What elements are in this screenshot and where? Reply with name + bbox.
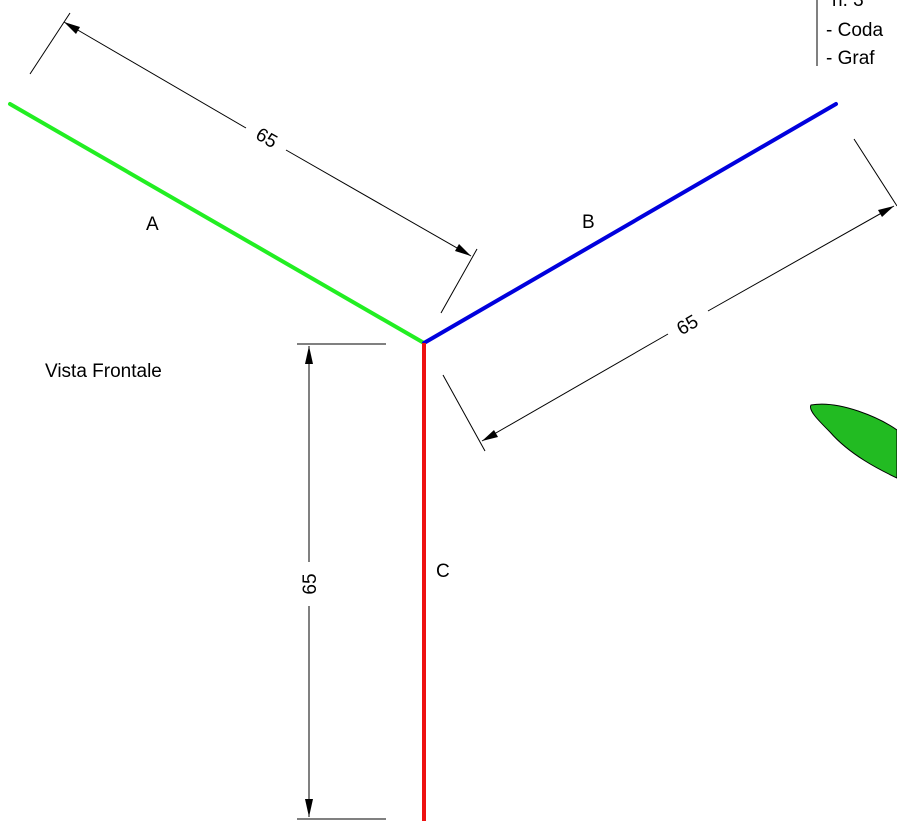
dimension-c: 65 (297, 343, 386, 820)
dimension-c-arrow-bottom (305, 799, 313, 817)
dimension-a: 65 (29, 12, 478, 314)
dimension-b-line-1 (481, 333, 669, 442)
dimension-c-arrow-top (305, 346, 313, 364)
arm-a-label: A (146, 214, 159, 235)
dimension-a-line-2 (285, 149, 472, 257)
dimension-b-extension-start (442, 374, 486, 452)
dimension-b-value: 65 (673, 311, 702, 340)
arm-c-label: C (436, 561, 450, 582)
leaf-shape (809, 403, 897, 479)
dimension-a-extension-start (29, 12, 71, 75)
dimension-a-value: 65 (252, 124, 281, 153)
dimension-b-extension-end (853, 138, 897, 207)
dimension-b-line-2 (707, 205, 895, 312)
arm-b-line (422, 102, 838, 345)
note-line-2: - Coda (826, 20, 883, 41)
dimension-b-arrow-end (878, 206, 894, 217)
dimension-b-arrow-start (482, 430, 498, 441)
view-title: Vista Frontale (45, 361, 162, 382)
arm-a-line (8, 102, 426, 345)
note-line-3: - Graf (826, 48, 875, 69)
dimension-a-arrow-end (455, 244, 471, 256)
note-line-1: n. 3 (832, 0, 864, 11)
dimension-a-arrow-start (64, 22, 80, 34)
dimension-c-value: 65 (300, 573, 321, 594)
notes-block: n. 3 - Coda - Graf (816, 0, 883, 69)
arm-b-label: B (582, 212, 595, 233)
dimension-a-line-1 (63, 21, 247, 129)
dimension-a-extension-end (440, 248, 478, 314)
